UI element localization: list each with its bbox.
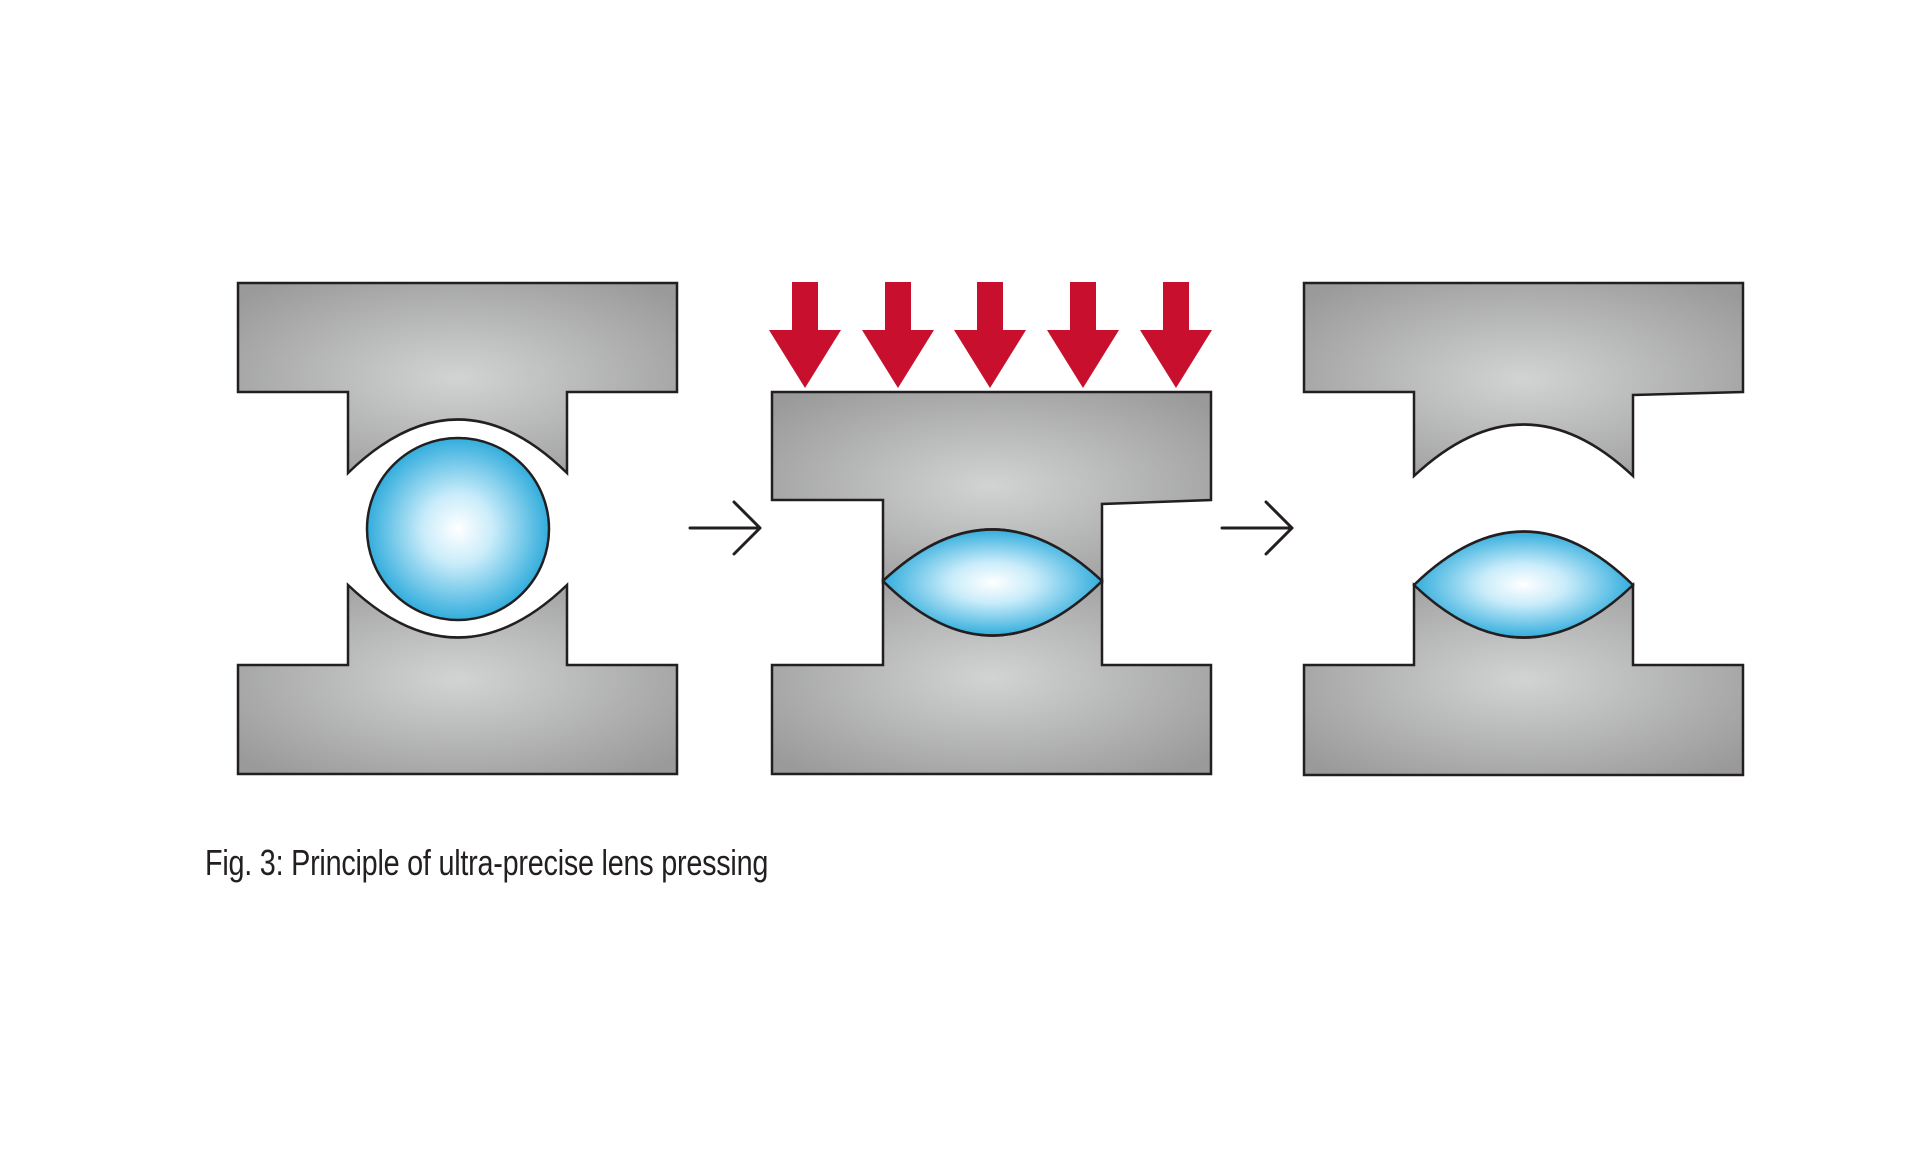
press-arrow-icon	[769, 282, 841, 388]
press-arrow-icon	[1140, 282, 1212, 388]
glass-preform-sphere	[365, 436, 551, 622]
upper-mold-stage-3	[1302, 281, 1745, 479]
press-arrow-icon	[862, 282, 934, 388]
step-arrow-1-icon	[688, 500, 762, 556]
lower-mold-stage-1	[236, 582, 679, 776]
stage-1-preform	[236, 281, 679, 776]
stage-3-release	[1302, 281, 1745, 777]
upper-mold-stage-1	[236, 281, 679, 476]
pressed-lens-stage-2	[881, 528, 1104, 637]
press-arrows	[769, 282, 1212, 388]
figure-caption: Fig. 3: Principle of ultra-precise lens …	[205, 842, 769, 883]
press-arrow-icon	[954, 282, 1026, 388]
released-lens-stage-3	[1412, 530, 1635, 639]
stage-2-pressing	[769, 282, 1213, 776]
step-arrow-2-icon	[1220, 500, 1294, 556]
press-arrow-icon	[1047, 282, 1119, 388]
